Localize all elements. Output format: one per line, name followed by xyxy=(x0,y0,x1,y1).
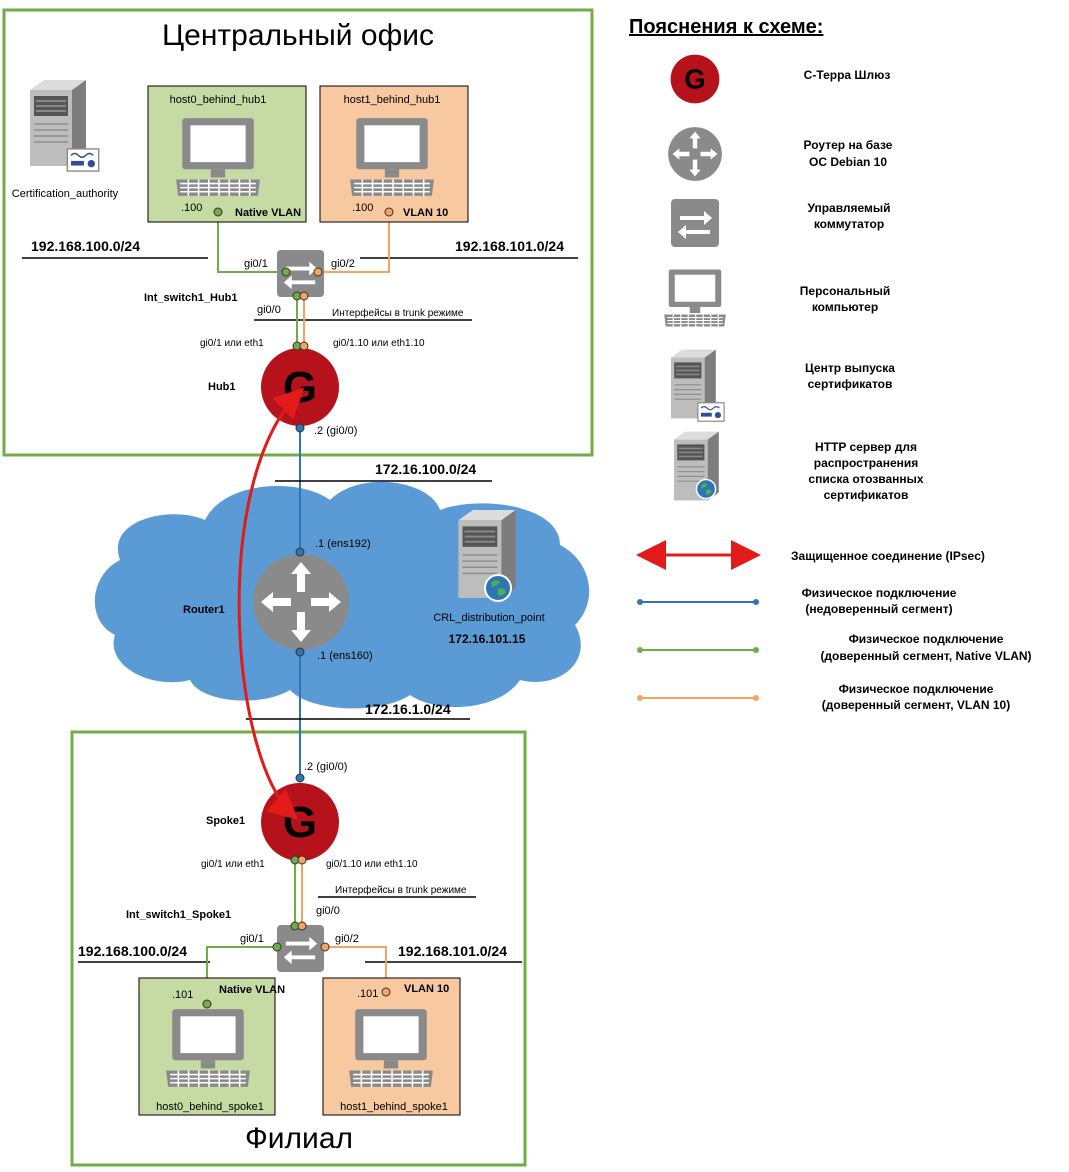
host1-hub-name: host1_behind_hub1 xyxy=(344,94,441,106)
host1-spoke-pc-icon[interactable] xyxy=(348,1008,434,1088)
host0-spoke-name: host0_behind_spoke1 xyxy=(156,1101,264,1113)
router1-top-iface: .1 (ens192) xyxy=(315,538,371,550)
hub1-name: Hub1 xyxy=(208,381,236,393)
crl-globe-icon xyxy=(484,574,512,602)
legend-router-l2: ОС Debian 10 xyxy=(809,155,887,169)
legend-ca-cert-icon xyxy=(697,402,725,422)
ipsec-tunnel xyxy=(237,387,305,820)
hub-lan-links xyxy=(217,212,390,346)
legend-pc-icon xyxy=(663,268,727,328)
legend-orange-l1: Физическое подключение xyxy=(839,682,994,696)
host0-hub-pc-icon[interactable] xyxy=(175,117,261,197)
spoke-switch-icon[interactable] xyxy=(276,924,325,973)
legend-gateway-icon xyxy=(670,54,720,104)
hub-switch-gi01: gi0/1 xyxy=(244,258,268,270)
legend-ca-l1: Центр выпуска xyxy=(805,361,895,375)
host1-hub-vlan: VLAN 10 xyxy=(403,207,448,219)
host0-hub-vlan: Native VLAN xyxy=(235,207,301,219)
legend-green-dot-left xyxy=(637,647,643,653)
legend-ipsec-label: Защищенное соединение (IPsec) xyxy=(791,549,985,563)
legend-http-l3: списка отозванных xyxy=(808,472,924,486)
crl-ip: 172.16.101.15 xyxy=(449,632,526,646)
host1-hub-ip: .100 xyxy=(352,202,373,214)
legend-pc-l2: компьютер xyxy=(812,300,878,314)
hub-switch-gi02: gi0/2 xyxy=(331,258,355,270)
spoke-switch-name: Int_switch1_Spoke1 xyxy=(126,909,231,921)
legend-switch-l2: коммутатор xyxy=(814,217,884,231)
router1-bottom-iface: .1 (ens160) xyxy=(317,650,373,662)
legend-green-l1: Физическое подключение xyxy=(849,632,1004,646)
router1-icon[interactable] xyxy=(253,554,349,650)
legend-green-l2: (доверенный сегмент, Native VLAN) xyxy=(820,649,1031,663)
legend-http-l4: сертификатов xyxy=(824,488,909,502)
hub-gw-iface-right: gi0/1.10 или eth1.10 xyxy=(333,338,425,349)
central-office-title: Центральный офис xyxy=(162,19,434,52)
legend-switch-l1: Управляемый xyxy=(807,201,890,215)
spoke1-name: Spoke1 xyxy=(206,815,245,827)
hub1-wan-iface: .2 (gi0/0) xyxy=(314,425,357,437)
legend-pc-l1: Персональный xyxy=(800,284,890,298)
wan-subnet-top: 172.16.100.0/24 xyxy=(375,461,476,477)
wan-subnet-bottom: 172.16.1.0/24 xyxy=(365,701,451,717)
spoke1-gateway-icon[interactable] xyxy=(261,783,339,861)
hub-switch-gi00: gi0/0 xyxy=(257,304,281,316)
legend-blue-l1: Физическое подключение xyxy=(802,586,957,600)
host0-hub-name: host0_behind_hub1 xyxy=(170,94,267,106)
host1-spoke-name: host1_behind_spoke1 xyxy=(340,1101,448,1113)
host0-hub-ip: .100 xyxy=(181,202,202,214)
host1-spoke-vlan: VLAN 10 xyxy=(404,983,449,995)
legend-orange-l2: (доверенный сегмент, VLAN 10) xyxy=(822,698,1010,712)
host1-spoke-ip: .101 xyxy=(357,988,378,1000)
legend-http-l2: распространения xyxy=(814,456,919,470)
host0-spoke-ip: .101 xyxy=(172,989,193,1001)
legend-green-dot-right xyxy=(753,647,759,653)
hub-subnet-right: 192.168.101.0/24 xyxy=(455,238,564,254)
legend-switch-icon xyxy=(671,199,719,247)
legend-blue-l2: (недоверенный сегмент) xyxy=(805,602,952,616)
hub1-gateway-icon[interactable] xyxy=(261,348,339,426)
spoke-gw-iface-right: gi0/1.10 или eth1.10 xyxy=(326,859,418,870)
spoke-subnet-left: 192.168.100.0/24 xyxy=(78,943,187,959)
legend-gateway-label: С-Терра Шлюз xyxy=(804,68,891,82)
host0-spoke-vlan: Native VLAN xyxy=(219,984,285,996)
spoke-switch-gi00: gi0/0 xyxy=(316,905,340,917)
crl-name: CRL_distribution_point xyxy=(433,612,544,624)
spoke-switch-gi02: gi0/2 xyxy=(335,933,359,945)
spoke-gw-iface-left: gi0/1 или eth1 xyxy=(201,859,265,870)
ca-name: Certification_authority xyxy=(12,188,119,200)
legend-title: Пояснения к схеме: xyxy=(629,16,823,38)
hub-trunk-label: Интерфейсы в trunk режиме xyxy=(332,307,464,319)
branch-title: Филиал xyxy=(245,1122,353,1155)
legend-router-icon xyxy=(668,127,722,181)
legend-orange-dot-right xyxy=(753,695,759,701)
legend-http-globe-icon xyxy=(695,478,717,500)
legend-router-l1: Роутер на базе xyxy=(804,138,893,152)
spoke-subnet-right: 192.168.101.0/24 xyxy=(398,943,507,959)
legend-blue-dot-right xyxy=(753,599,759,605)
legend-ca-l2: сертификатов xyxy=(808,377,893,391)
host0-spoke-pc-icon[interactable] xyxy=(165,1008,251,1088)
hub-gw-iface-left: gi0/1 или eth1 xyxy=(200,338,264,349)
spoke1-wan-iface: .2 (gi0/0) xyxy=(304,761,347,773)
router1-name: Router1 xyxy=(183,604,225,616)
legend-blue-dot-left xyxy=(637,599,643,605)
host1-hub-pc-icon[interactable] xyxy=(349,117,435,197)
legend-orange-dot-left xyxy=(637,695,643,701)
hub-switch-name: Int_switch1_Hub1 xyxy=(144,292,238,304)
ca-cert-icon xyxy=(66,148,100,172)
hub-subnet-left: 192.168.100.0/24 xyxy=(31,238,140,254)
legend-http-l1: HTTP сервер для xyxy=(815,440,917,454)
spoke-switch-gi01: gi0/1 xyxy=(240,933,264,945)
spoke-trunk-label: Интерфейсы в trunk режиме xyxy=(335,884,467,896)
